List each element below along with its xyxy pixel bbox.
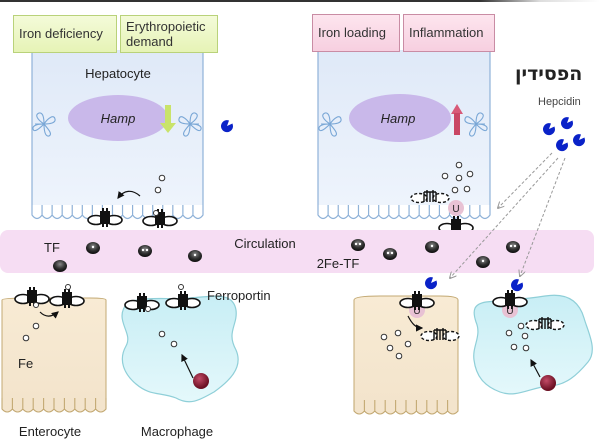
iron-atom <box>509 244 513 248</box>
circulation-label: Circulation <box>234 236 295 251</box>
red-blood-cell-right <box>540 375 556 391</box>
iron-atom <box>386 251 390 255</box>
iron-atom <box>430 244 434 248</box>
arrow-to-hepatocyte <box>498 152 553 208</box>
left-hamp-label: Hamp <box>101 111 136 126</box>
right-hamp-label: Hamp <box>381 111 416 126</box>
left-macrophage: Ferroportin Macrophage <box>121 284 271 439</box>
hamp-down-arrow-icon <box>160 105 176 133</box>
iron-atom <box>141 248 145 252</box>
hepcidin-label: Hepcidin <box>538 96 581 108</box>
ubiquitin-label-macrophage: U <box>506 306 513 317</box>
hepcidin-molecule <box>221 120 234 133</box>
hepcidin-hebrew-label: הפסידין <box>515 63 583 85</box>
iron-atom <box>91 245 95 249</box>
right-enterocyte-villi <box>353 400 459 415</box>
condition-erythropoietic-demand: Erythropoietic demand <box>120 15 218 53</box>
enterocyte-label: Enterocyte <box>19 424 81 439</box>
left-hamp-nucleus <box>68 95 168 141</box>
right-hamp-nucleus <box>349 94 451 142</box>
condition-iron-deficiency: Iron deficiency <box>13 15 117 53</box>
bound-hepcidin-right-macrophage <box>511 279 524 292</box>
iron-atom <box>358 242 362 246</box>
condition-iron-deficiency-label: Iron deficiency <box>19 26 103 41</box>
transferrin-label: TF <box>44 240 60 255</box>
transferrin-molecule <box>138 245 152 257</box>
iron-atom <box>145 248 149 252</box>
circulation-band: Circulation 2Fe-TF TF <box>0 230 594 273</box>
iron-atom <box>513 244 517 248</box>
ubiquitin-label: U <box>452 204 459 215</box>
transferrin-molecule <box>506 241 520 253</box>
left-hepatocyte-export-arrow <box>117 190 141 199</box>
diferric-transferrin-label: 2Fe-TF <box>317 256 360 271</box>
ubiquitin-right-hep <box>448 200 464 216</box>
ferroportin-left-hep-2 <box>142 208 178 229</box>
condition-inflammation-label: Inflammation <box>409 25 484 40</box>
right-enterocyte: U <box>353 277 460 415</box>
ferroportin-left-hep-1 <box>87 207 123 228</box>
transferrin-molecules <box>53 239 520 272</box>
bound-hepcidin-right-enterocyte <box>425 277 438 290</box>
condition-iron-loading: Iron loading <box>312 14 400 52</box>
hamp-up-arrow-icon <box>451 104 463 135</box>
ferroportin-label: Ferroportin <box>207 288 271 303</box>
condition-iron-loading-label: Iron loading <box>318 25 386 40</box>
right-macrophage: U <box>473 279 593 395</box>
condition-inflammation: Inflammation <box>403 14 495 52</box>
iron-atom <box>390 251 394 255</box>
arrow-to-macrophage <box>520 157 566 276</box>
right-hepatocyte-microvilli <box>317 205 491 220</box>
transferrin-molecule <box>351 239 365 251</box>
condition-erythropoietic-line2: demand <box>126 34 173 49</box>
macrophage-label: Macrophage <box>141 424 213 439</box>
left-enterocyte: Fe Enterocyte <box>1 284 107 439</box>
iron-atom <box>193 253 197 257</box>
hepatocyte-label: Hepatocyte <box>85 66 151 81</box>
condition-erythropoietic-line1: Erythropoietic <box>126 19 206 34</box>
transferrin-molecule <box>53 260 67 272</box>
iron-atom <box>481 259 485 263</box>
left-enterocyte-villi <box>1 398 107 413</box>
top-border <box>0 0 600 2</box>
hepcidin-action-arrows <box>450 152 566 278</box>
left-hepatocyte: Hamp Hepatocyte <box>31 50 204 229</box>
transferrin-molecule <box>383 248 397 260</box>
iron-label: Fe <box>18 356 33 371</box>
iron-atom <box>354 242 358 246</box>
right-hepatocyte: Hamp U <box>317 50 491 244</box>
red-blood-cell-left <box>193 373 209 389</box>
ubiquitin-label-enterocyte: U <box>413 306 420 317</box>
hepcidin-cluster <box>543 117 586 152</box>
arrow-to-enterocyte <box>450 157 559 278</box>
